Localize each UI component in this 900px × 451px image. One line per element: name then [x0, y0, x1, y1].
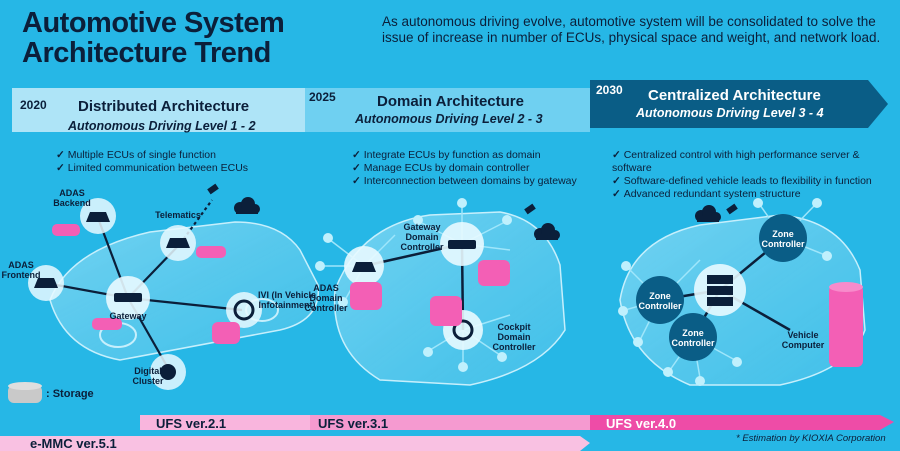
stage-banner-centralized [590, 80, 888, 128]
ufs40-label: UFS ver.4.0 [606, 416, 677, 431]
bar-ufs21 [140, 415, 310, 430]
stage-name: Centralized Architecture [648, 87, 821, 104]
label-zone-b: Zone Controller [761, 229, 805, 249]
distributed-node-ivi [226, 292, 262, 328]
stage-year: 2030 [596, 83, 623, 97]
label-gateway: Gateway [109, 311, 147, 321]
bullets-domain: Integrate ECUs by function as domain Man… [352, 149, 577, 188]
stage-level: Autonomous Driving Level 2 - 3 [355, 112, 543, 126]
stage-distributed: 2020 Distributed Architecture Autonomous… [0, 88, 305, 136]
central-server-icon [694, 264, 746, 316]
bullet-item: Limited communication between ECUs [56, 162, 248, 175]
storage-bars [0, 415, 894, 451]
central-storage [829, 282, 863, 367]
bullets-distributed: Multiple ECUs of single function Limited… [56, 149, 248, 175]
stage-domain: 2025 Domain Architecture Autonomous Driv… [305, 88, 590, 136]
central-zone-b [759, 214, 807, 262]
stage-name: Domain Architecture [377, 93, 524, 110]
stage-banner-distributed [12, 88, 305, 132]
domain-satellite-icon [524, 203, 536, 215]
label-vehicle-computer: Vehicle Computer [781, 330, 825, 350]
bar-emmc [0, 436, 590, 451]
distributed-node-gateway [106, 276, 150, 320]
bullet-item: Software-defined vehicle leads to flexib… [612, 175, 900, 188]
domain-leaf-nodes [315, 198, 512, 372]
distributed-storage [52, 224, 240, 344]
label-digital-cluster: Digital Cluster [132, 366, 164, 386]
label-zone-c: Zone Controller [671, 328, 715, 348]
label-telematics: Telematics [155, 210, 201, 220]
central-satellite-icon [726, 203, 738, 215]
bullet-item: Interconnection between domains by gatew… [352, 175, 577, 188]
label-adas-frontend: ADAS Frontend [1, 260, 41, 280]
stage-level: Autonomous Driving Level 3 - 4 [636, 106, 824, 120]
bar-ufs40 [590, 415, 894, 430]
stage-banners [12, 80, 888, 132]
intro-text: As autonomous driving evolve, automotive… [382, 14, 881, 45]
bullet-item: Manage ECUs by domain controller [352, 162, 577, 175]
domain-storage [350, 260, 510, 326]
domain-node-adas [344, 246, 384, 286]
distributed-satellite-icon [207, 183, 219, 195]
domain-node-gateway [440, 222, 484, 266]
distributed-node-adas-backend [80, 198, 116, 234]
central-zone-a [636, 276, 684, 324]
bullets-centralized: Centralized control with high performanc… [612, 149, 900, 201]
stage-year: 2020 [20, 98, 47, 112]
bullet-item: Centralized control with high performanc… [612, 149, 900, 175]
label-ivi: IVI (In Vehicle Infotainment) [257, 290, 317, 310]
stage-centralized: 2030 Centralized Architecture Autonomous… [590, 80, 890, 128]
bullet-item: Multiple ECUs of single function [56, 149, 248, 162]
distributed-node-telematics [160, 225, 196, 261]
label-zone-a: Zone Controller [638, 291, 682, 311]
ufs21-label: UFS ver.2.1 [156, 416, 227, 431]
emmc-label: e-MMC ver.5.1 [30, 436, 117, 451]
distributed-node-adas-frontend [28, 265, 64, 301]
label-adas-domain: ADAS Domain Controller [304, 283, 348, 313]
page-title: Automotive System Architecture Trend [22, 7, 285, 69]
stage-year: 2025 [309, 90, 336, 104]
stage-name: Distributed Architecture [78, 98, 250, 115]
bullet-item: Advanced redundant system structure [612, 188, 900, 201]
bar-ufs31 [310, 415, 590, 430]
distributed-node-cluster [150, 354, 186, 390]
bullet-item: Integrate ECUs by function as domain [352, 149, 577, 162]
distributed-cloud-icon [234, 197, 260, 214]
label-adas-backend: ADAS Backend [53, 188, 91, 208]
stage-banner-domain [305, 88, 590, 132]
label-gateway-domain: Gateway Domain Controller [400, 222, 444, 252]
ufs31-label: UFS ver.3.1 [318, 416, 389, 431]
central-leaf-nodes [618, 198, 832, 386]
central-zone-c [669, 313, 717, 361]
storage-legend-icon [8, 382, 42, 403]
footnote: * Estimation by KIOXIA Corporation [736, 433, 886, 444]
label-cockpit-domain: Cockpit Domain Controller [492, 322, 536, 352]
central-cloud-icon [695, 205, 721, 222]
domain-cloud-icon [534, 223, 560, 240]
stage-level: Autonomous Driving Level 1 - 2 [68, 119, 256, 133]
storage-legend-label: : Storage [46, 388, 94, 400]
